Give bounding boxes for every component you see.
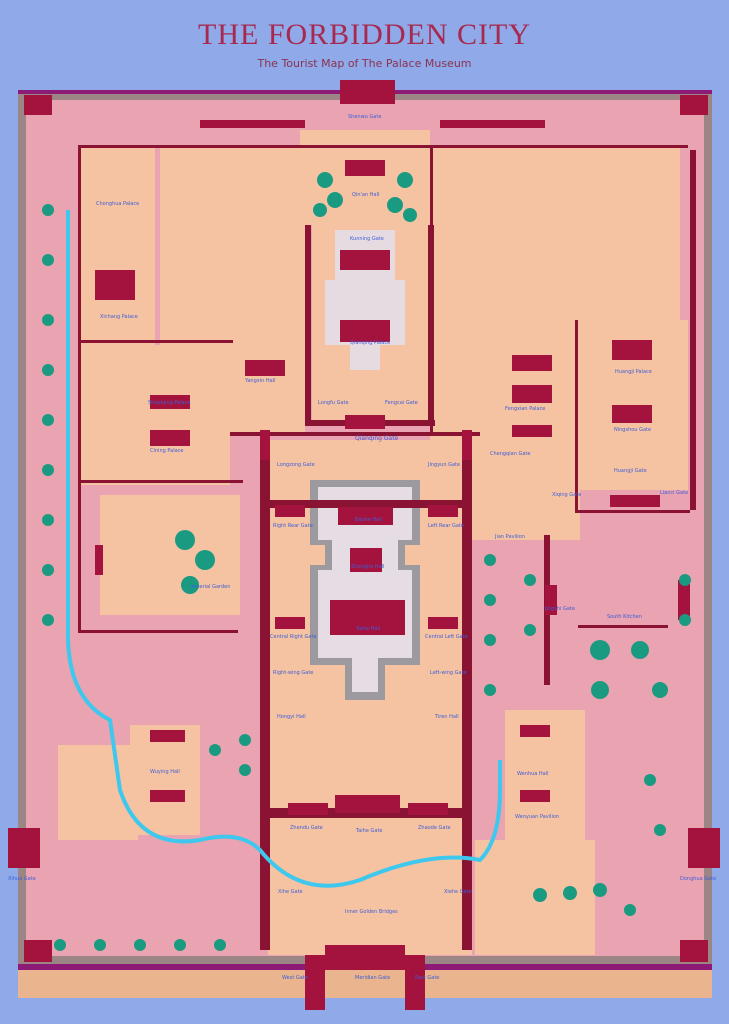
label-central-left-gate: Central Left Gate [425, 634, 468, 640]
label-xihe-gate: Xihe Gate [278, 889, 303, 895]
map-title: THE FORBIDDEN CITY [198, 18, 531, 51]
label-right-wing-gate: Right-wing Gate [273, 670, 313, 676]
label-chengqian-gate: Chengqian Gate [490, 451, 530, 457]
label-yangxin-hall: Yangxin Hall [244, 378, 275, 384]
label-xiehe-gate: Xiehe Gate [444, 889, 472, 895]
label-longzong-gate: Longzong Gate [277, 462, 315, 468]
label-right-rear-gate: Right Rear Gate [273, 523, 313, 529]
label-ningshou-gate: Ningshou Gate [614, 427, 651, 433]
label-east-gate: East Gate [415, 975, 439, 981]
label-donghua-gate: Donghua Gate [680, 876, 716, 882]
label-tiren-hall: Tiren Hall [434, 714, 459, 720]
label-zhonghe-hall: Zhonghe Hall [351, 564, 384, 570]
label-south-kitchen: South Kitchen [607, 614, 642, 620]
label-zhaode-gate: Zhaode Gate [418, 825, 451, 831]
label-left-wing-gate: Left-wing Gate [430, 670, 467, 676]
trees [42, 172, 691, 951]
label-chonghua-palace: Chonghua Palace [96, 201, 139, 207]
label-jian-pavilion: Jian Pavilion [494, 534, 525, 540]
label-jingyun-gate: Jingyun Gate [427, 462, 460, 468]
label-shenwu-gate: Shenwu Gate [348, 114, 381, 120]
label-wuying-hall: Wuying Hall [150, 769, 180, 775]
label-qianqing-gate: Qianqing Gate [355, 435, 399, 442]
south-ground [18, 968, 712, 998]
buildings [8, 80, 720, 1010]
label-hongyi-hall: Hongyi Hall [277, 714, 306, 720]
label-west-gate: West Gate [282, 975, 308, 981]
label-huangji-palace: Huangji Palace [615, 369, 652, 375]
label-lianci-gate: Lianci Gate [660, 490, 688, 496]
label-shoukang-palace: Shoukang Palace [148, 400, 191, 406]
label-baohe-hall: Baohe Hall [355, 517, 382, 523]
inner-golden-river [66, 210, 502, 888]
label-imperial-garden: Imperial Garden [190, 584, 230, 590]
label-taihe-gate: Taihe Gate [355, 828, 383, 834]
label-xihua-gate: Xihua Gate [8, 876, 36, 882]
label-fengxian-palace: Fengxian Palace [505, 406, 545, 412]
map-subtitle: The Tourist Map of The Palace Museum [257, 57, 472, 70]
label-cining-palace: Cining Palace [150, 448, 184, 454]
label-wenyuan-pavilion: Wenyuan Pavilion [515, 814, 559, 820]
label-inner-golden-bridges: Inner Golden Bridges [345, 909, 398, 915]
label-qianqing-palace: Qianqing Palace [350, 340, 390, 346]
label-longfu-gate: Longfu Gate [318, 400, 349, 406]
label-xiqing-gate: Xiqing Gate [552, 492, 581, 498]
label-jingshi-gate: Jingshi Gate [544, 606, 575, 612]
label-zhendu-gate: Zhendu Gate [290, 825, 323, 831]
label-kunning-gate: Kunning Gate [350, 236, 384, 242]
label-qin-an-hall: Qin'an Hall [352, 192, 379, 198]
label-central-right-gate: Central Right Gate [270, 634, 317, 640]
label-huangji-gate: Huangji Gate [614, 468, 647, 474]
label-left-rear-gate: Left Rear Gate [428, 523, 464, 529]
label-fengcai-gate: Fengcai Gate [385, 400, 418, 406]
label-xichang-palace: Xichang Palace [100, 314, 138, 320]
label-wenhua-hall: Wenhua Hall [517, 771, 549, 777]
label-meridian-gate: Meridian Gate [355, 975, 390, 981]
label-taihe-hall: Taihe Hall [355, 626, 380, 632]
